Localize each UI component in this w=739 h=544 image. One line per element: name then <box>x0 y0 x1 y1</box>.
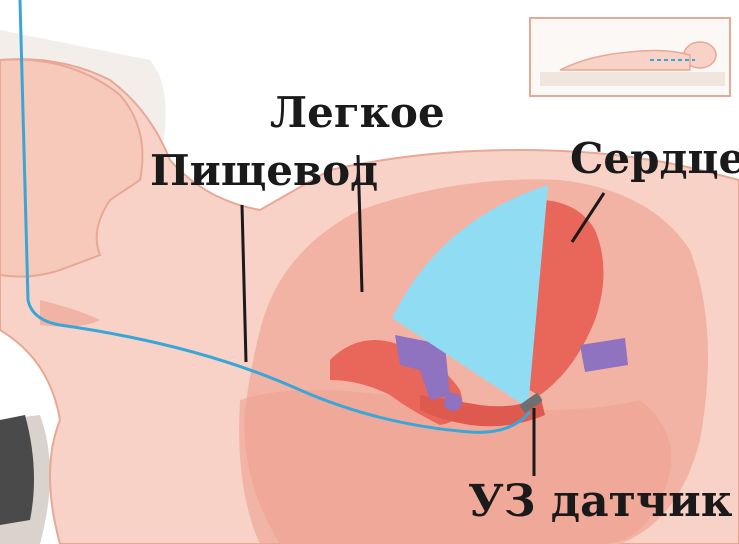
heart-label: Сердце <box>570 138 739 180</box>
esophagus-label: Пищевод <box>150 150 378 192</box>
lung-label: Легкое <box>270 92 445 134</box>
shadow-block <box>0 415 34 525</box>
ultrasound-probe-label: УЗ датчик <box>468 480 732 524</box>
patient-lying-on-side-icon <box>530 18 730 96</box>
vessel-purple-end <box>444 393 462 411</box>
